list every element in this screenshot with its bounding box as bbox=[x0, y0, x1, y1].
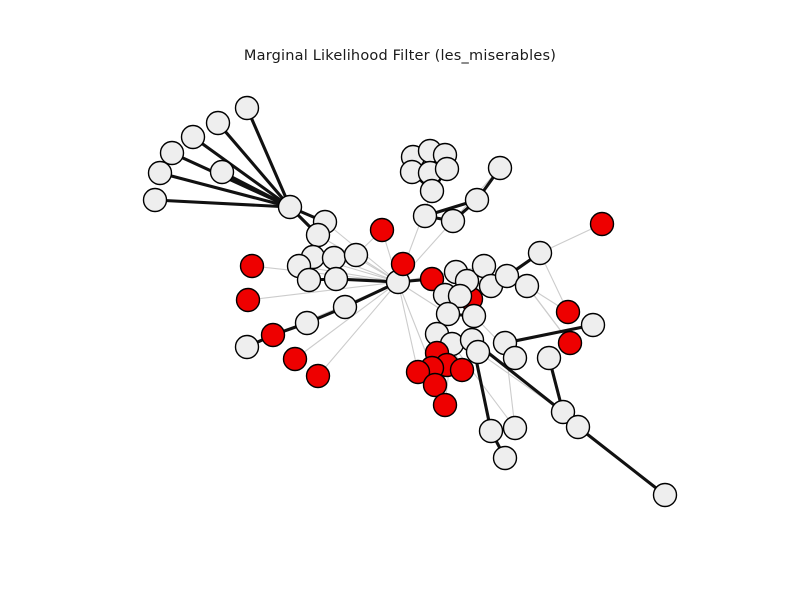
graph-node-highlighted bbox=[260, 322, 286, 348]
graph-node bbox=[234, 95, 260, 121]
graph-edge bbox=[317, 281, 399, 377]
graph-node bbox=[550, 399, 576, 425]
graph-edge bbox=[503, 323, 595, 345]
graph-node bbox=[580, 312, 606, 338]
graph-node bbox=[440, 208, 466, 234]
graph-node bbox=[565, 414, 591, 440]
graph-node-highlighted bbox=[432, 392, 458, 418]
graph-edge bbox=[245, 106, 292, 209]
graph-edge bbox=[397, 281, 419, 373]
graph-node bbox=[234, 334, 260, 360]
graph-node bbox=[294, 310, 320, 336]
graph-node bbox=[142, 187, 168, 213]
graph-node bbox=[502, 345, 528, 371]
graph-node bbox=[652, 482, 678, 508]
graph-node-highlighted bbox=[369, 217, 395, 243]
graph-node bbox=[487, 155, 513, 181]
graph-node bbox=[464, 187, 490, 213]
graph-node bbox=[159, 140, 185, 166]
graph-edge bbox=[216, 121, 292, 209]
graph-edge bbox=[247, 281, 399, 301]
graph-node bbox=[435, 301, 461, 327]
graph-node bbox=[478, 418, 504, 444]
graph-node-highlighted bbox=[557, 330, 583, 356]
graph-node bbox=[412, 203, 438, 229]
graph-node bbox=[205, 110, 231, 136]
graph-node bbox=[209, 159, 235, 185]
graph-node-highlighted bbox=[422, 372, 448, 398]
graph-node-highlighted bbox=[305, 363, 331, 389]
graph-node bbox=[514, 273, 540, 299]
graph-node bbox=[343, 242, 369, 268]
graph-node bbox=[180, 124, 206, 150]
graph-node bbox=[147, 160, 173, 186]
graph-node bbox=[332, 294, 358, 320]
graph-node-highlighted bbox=[419, 266, 445, 292]
graph-node bbox=[296, 267, 322, 293]
graph-node-highlighted bbox=[449, 357, 475, 383]
graph-node bbox=[447, 283, 473, 309]
graph-edge bbox=[220, 170, 292, 209]
graph-edge bbox=[153, 198, 292, 209]
graph-node bbox=[494, 263, 520, 289]
graph-node bbox=[321, 245, 347, 271]
graph-node bbox=[323, 266, 349, 292]
graph-node bbox=[465, 339, 491, 365]
graph-node bbox=[527, 240, 553, 266]
graph-node-highlighted bbox=[390, 251, 416, 277]
graph-node-highlighted bbox=[239, 253, 265, 279]
graph-node-highlighted bbox=[235, 287, 261, 313]
graph-node bbox=[502, 415, 528, 441]
graph-node bbox=[305, 222, 331, 248]
graph-node bbox=[461, 303, 487, 329]
figure-title: Marginal Likelihood Filter (les_miserabl… bbox=[243, 48, 557, 64]
graph-edge bbox=[191, 135, 292, 209]
graph-node bbox=[434, 156, 460, 182]
graph-edge bbox=[576, 425, 667, 497]
graph-node bbox=[492, 445, 518, 471]
graph-edge bbox=[294, 281, 399, 360]
graph-node-highlighted bbox=[405, 359, 431, 385]
graph-node bbox=[277, 194, 303, 220]
graph-edge bbox=[158, 171, 292, 209]
graph-node-highlighted bbox=[282, 346, 308, 372]
graph-node bbox=[419, 178, 445, 204]
graph-node bbox=[536, 345, 562, 371]
graph-node-highlighted bbox=[555, 299, 581, 325]
graph-node-highlighted bbox=[589, 211, 615, 237]
